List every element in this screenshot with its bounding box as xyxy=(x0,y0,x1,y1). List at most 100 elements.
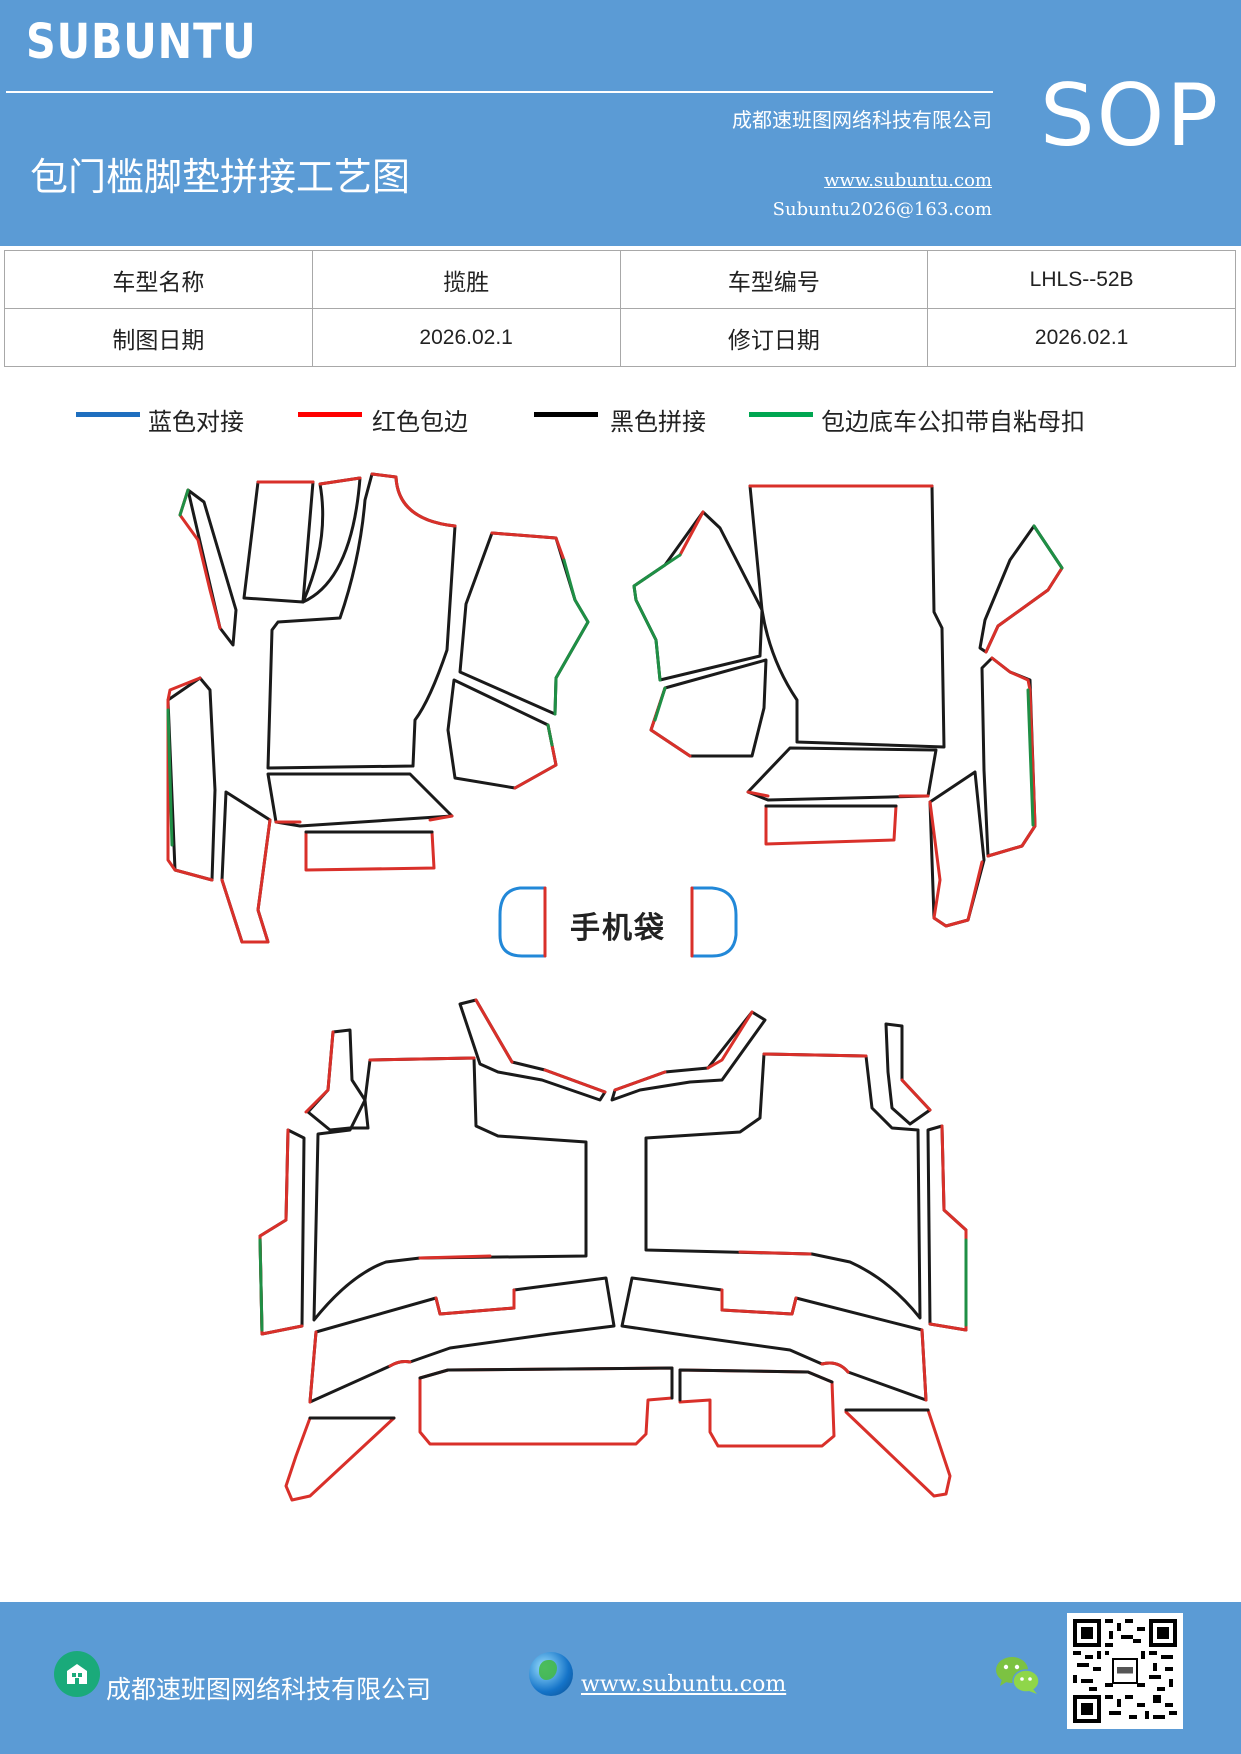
mat-splice-diagram xyxy=(166,472,1064,1502)
page-header: SUBUNTU 成都速班图网络科技有限公司 包门槛脚垫拼接工艺图 www.sub… xyxy=(0,0,1241,246)
mat-piece-red-edge xyxy=(986,656,1037,858)
mat-piece-red-edge xyxy=(928,1124,968,1332)
mat-piece-red-edge xyxy=(274,814,454,824)
mat-piece-red-edge xyxy=(308,1330,318,1404)
mat-piece-red-edge xyxy=(388,1360,412,1368)
mat-piece-green-edge xyxy=(166,708,174,847)
mat-piece-red-edge xyxy=(720,1288,798,1316)
mat-piece-green-edge xyxy=(553,558,590,716)
phone-bag-label: 手机袋 xyxy=(570,911,666,946)
mat-piece-outline xyxy=(928,770,986,928)
mat-piece-red-edge xyxy=(418,1254,492,1260)
mat-piece-outline xyxy=(746,746,938,802)
mat-piece-outline xyxy=(312,1056,588,1322)
mat-piece-red-edge xyxy=(984,566,1064,654)
mat-piece-red-edge xyxy=(746,790,930,798)
legend-label-black: 黑色拼接 xyxy=(610,408,706,436)
mat-piece-red-edge xyxy=(900,1078,932,1112)
globe-icon xyxy=(529,1652,573,1696)
mat-piece-red-edge xyxy=(678,1368,836,1448)
mat-piece-red-edge xyxy=(284,1416,396,1502)
mat-piece-green-edge xyxy=(653,686,667,722)
mat-piece-red-edge xyxy=(418,1366,674,1446)
header-website-link[interactable]: www.subuntu.com xyxy=(824,170,992,191)
revise-date-value: 2026.02.1 xyxy=(927,308,1236,367)
mat-piece-outline xyxy=(610,1010,767,1102)
mat-piece-red-edge xyxy=(434,1288,516,1316)
legend-swatch-blue xyxy=(76,412,140,417)
mat-piece-red-edge xyxy=(920,1328,928,1402)
sop-badge: SOP xyxy=(1040,66,1221,166)
front-right-mat-group xyxy=(632,484,1064,928)
phone-bag-group xyxy=(498,886,738,958)
mat-piece-red-edge xyxy=(166,676,214,882)
mat-piece-green-edge xyxy=(546,723,554,747)
mat-piece-red-edge xyxy=(844,1408,952,1498)
front-left-mat-group xyxy=(166,472,590,944)
color-legend: 蓝色对接 红色包边 黑色拼接 包边底车公扣带自粘母扣 xyxy=(0,398,1241,438)
mat-piece-green-edge xyxy=(258,1238,264,1332)
header-company-name: 成都速班图网络科技有限公司 xyxy=(732,108,992,132)
mat-piece-red-edge xyxy=(304,1030,335,1114)
model-code-value: LHLS--52B xyxy=(927,250,1236,309)
mat-piece-outline xyxy=(186,488,238,647)
legend-label-blue: 蓝色对接 xyxy=(148,408,244,436)
mat-piece-red-edge xyxy=(649,686,692,758)
brand-logo: SUBUNTU xyxy=(26,14,257,70)
mat-piece-outline xyxy=(980,656,1037,858)
phone-bag-left-blue-edge xyxy=(498,886,547,958)
phone-bag-right-blue-edge xyxy=(690,886,738,958)
mat-piece-red-edge xyxy=(368,1056,476,1062)
mat-piece-outline xyxy=(166,676,217,882)
footer-website-link[interactable]: www.subuntu.com xyxy=(581,1672,787,1697)
building-icon xyxy=(54,1651,100,1697)
mat-piece-green-edge xyxy=(1026,688,1035,827)
mat-piece-red-edge xyxy=(490,531,566,562)
mat-piece-outline xyxy=(458,531,590,716)
legend-swatch-black xyxy=(534,412,598,417)
mat-piece-red-edge xyxy=(678,510,705,557)
mat-piece-red-edge xyxy=(928,800,984,928)
legend-label-red: 红色包边 xyxy=(372,408,468,436)
draw-date-label: 制图日期 xyxy=(4,308,313,367)
header-email: Subuntu2026@163.com xyxy=(772,199,992,220)
wechat-icon[interactable] xyxy=(995,1654,1041,1700)
mat-piece-outline xyxy=(620,1276,928,1402)
page-footer: 成都速班图网络科技有限公司 www.subuntu.com xyxy=(0,1602,1241,1754)
qr-code xyxy=(1067,1613,1183,1729)
mat-piece-outline xyxy=(644,1052,922,1320)
model-name-label: 车型名称 xyxy=(4,250,313,309)
mat-piece-red-edge xyxy=(764,804,898,846)
mat-piece-outline xyxy=(632,510,764,682)
mat-piece-red-edge xyxy=(220,818,272,944)
mat-piece-green-edge xyxy=(632,553,682,682)
mat-piece-outline xyxy=(301,476,362,604)
draw-date-value: 2026.02.1 xyxy=(311,308,621,367)
rear-mat-group xyxy=(258,998,968,1502)
mat-piece-red-edge xyxy=(318,476,362,486)
model-code-label: 车型编号 xyxy=(619,250,929,309)
info-table: 车型名称 揽胜 车型编号 LHLS--52B 制图日期 2026.02.1 修订… xyxy=(4,250,1236,367)
mat-piece-green-edge xyxy=(178,488,190,517)
mat-piece-red-edge xyxy=(258,1128,304,1336)
footer-company-name: 成都速班图网络科技有限公司 xyxy=(106,1675,432,1704)
mat-piece-red-edge xyxy=(820,1361,850,1374)
document-title: 包门槛脚垫拼接工艺图 xyxy=(30,155,411,199)
mat-piece-outline xyxy=(418,1366,674,1400)
mat-piece-outline xyxy=(884,1022,932,1126)
mat-piece-outline xyxy=(678,1368,834,1402)
mat-piece-green-edge xyxy=(1032,524,1064,570)
mat-piece-outline xyxy=(748,484,946,749)
mat-piece-outline xyxy=(308,1276,616,1404)
mat-piece-outline xyxy=(446,678,558,790)
mat-piece-red-edge xyxy=(474,998,607,1094)
mat-piece-outline xyxy=(242,480,315,604)
legend-label-green: 包边底车公扣带自粘母扣 xyxy=(821,408,1085,436)
mat-piece-red-edge xyxy=(178,488,222,630)
revise-date-label: 修订日期 xyxy=(619,308,929,367)
legend-swatch-red xyxy=(298,412,362,417)
legend-swatch-green xyxy=(749,412,813,417)
info-row-1: 车型名称 揽胜 车型编号 LHLS--52B xyxy=(4,250,1236,309)
info-row-2: 制图日期 2026.02.1 修订日期 2026.02.1 xyxy=(4,308,1236,367)
mat-piece-red-edge xyxy=(304,830,436,872)
